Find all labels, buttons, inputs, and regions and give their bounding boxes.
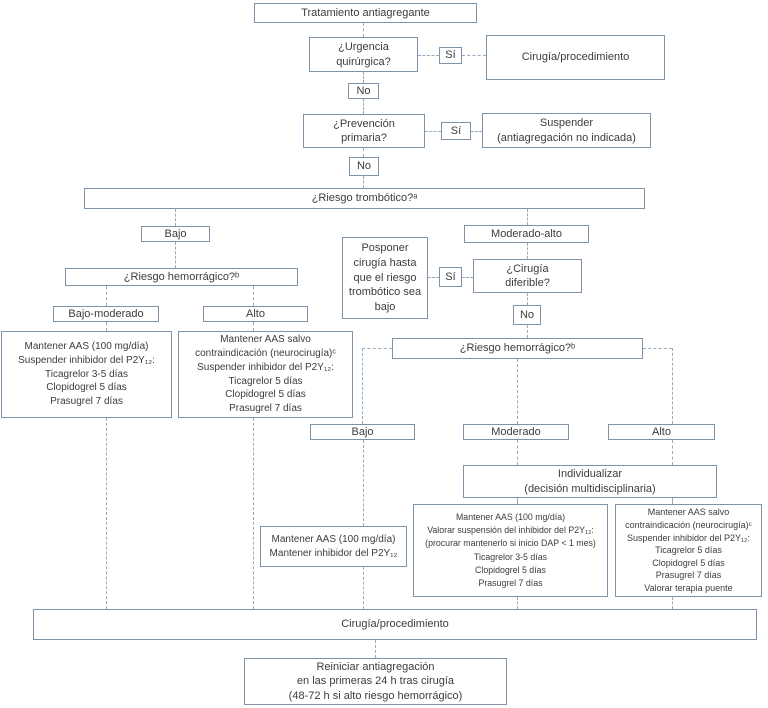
node-suspender-antiagregacion: Suspender (antiagregación no indicada) [482,113,651,148]
edge-si-suspender [471,131,482,132]
node-mantener-alto-der: Mantener AAS salvo contraindicación (neu… [615,504,762,597]
edge-mantener-bajo-cirugia [363,567,364,609]
edge-alto-individualizar [672,440,673,465]
edge-no-prevencion [363,99,364,114]
edge-si-cirugia-top [462,55,486,56]
node-riesgo-hemorragico-izq: ¿Riesgo hemorrágico?ᵇ [65,268,298,286]
edge-urgencia-si [418,55,439,56]
node-mantener-alto-izq: Mantener AAS salvo contraindicación (neu… [178,331,353,418]
node-riesgo-trombotico: ¿Riesgo trombótico?ᵃ [84,188,645,209]
edge-cirugia-reiniciar [375,640,376,658]
edge-moderado-individualizar [517,440,518,465]
node-tratamiento-antiagregante: Tratamiento antiagregante [254,3,477,23]
label-si-urgencia: Sí [439,47,462,64]
edge-moderadoalto-diferible [527,243,528,259]
edge-prevencion-no [363,148,364,157]
edge-diferible-no [527,293,528,305]
edge-hemorragico-alto-izq [253,286,254,306]
edge-bajomoderado-mantener [106,322,107,331]
label-no-prevencion: No [349,157,379,176]
node-prevencion-primaria: ¿Prevención primaria? [303,114,425,148]
edge-no-riesgo-trombotico [363,176,364,188]
label-no-diferible: No [513,305,541,325]
label-alto-der: Alto [608,424,715,440]
node-cirugia-procedimiento-top: Cirugía/procedimiento [486,35,665,80]
label-bajo-der: Bajo [310,424,415,440]
label-no-urgencia: No [348,83,379,99]
edge-no-hemorragico-der [527,325,528,338]
edge-mantener1-cirugia [106,418,107,609]
edge-individualizar-mantener-mod [517,498,518,504]
label-moderado-der: Moderado [463,424,569,440]
node-posponer-cirugia: Posponer cirugía hasta que el riesgo tro… [342,237,428,319]
edge-hemorragico-moderado-der [517,359,518,424]
edge-hemorragico-alto-der [672,348,673,424]
edge-trombotico-bajo [175,209,176,226]
node-individualizar: Individualizar (decisión multidisciplina… [463,465,717,498]
edge-trombotico-moderado-alto [527,209,528,225]
edge-bajo-der-mantener [363,440,364,526]
node-mantener-bajo-der: Mantener AAS (100 mg/día) Mantener inhib… [260,526,407,567]
node-mantener-bajo-moderado: Mantener AAS (100 mg/día) Suspender inhi… [1,331,172,418]
node-riesgo-hemorragico-der: ¿Riesgo hemorrágico?ᵇ [392,338,643,359]
edge-si-posponer [462,277,473,278]
node-cirugia-procedimiento-bottom: Cirugía/procedimiento [33,609,757,640]
edge-alto-izq-mantener [253,322,254,331]
node-cirugia-diferible: ¿Cirugía diferible? [473,259,582,293]
label-alto-izq: Alto [203,306,308,322]
edge-prevencion-si [425,131,441,132]
node-reiniciar-antiagregacion: Reiniciar antiagregación en las primeras… [244,658,507,705]
label-moderado-alto: Moderado-alto [464,225,589,243]
edge-urgencia-no [363,72,364,83]
label-si-prevencion: Sí [441,122,471,140]
edge-hemorragico-bajo-der [362,348,363,424]
edge-diferible-si [428,277,439,278]
edge-individualizar-mantener-alto [672,498,673,504]
label-bajo-trombotico: Bajo [141,226,210,242]
edge-mantener-alto-cirugia [672,597,673,609]
edge-tratamiento-urgencia [363,23,364,37]
edge-bajo-hemorragico-izq [175,242,176,268]
edge-hemorragico-der-elbow-right [643,348,672,349]
label-bajo-moderado: Bajo-moderado [53,306,159,322]
node-urgencia-quirurgica: ¿Urgencia quirúrgica? [309,37,418,72]
label-si-diferible: Sí [439,267,462,287]
edge-hemorragico-der-elbow-left [362,348,392,349]
edge-mantener-mod-cirugia [517,597,518,609]
node-mantener-moderado-der: Mantener AAS (100 mg/día) Valorar suspen… [413,504,608,597]
edge-mantener2-cirugia [253,418,254,609]
edge-hemorragico-bajomoderado [106,286,107,306]
